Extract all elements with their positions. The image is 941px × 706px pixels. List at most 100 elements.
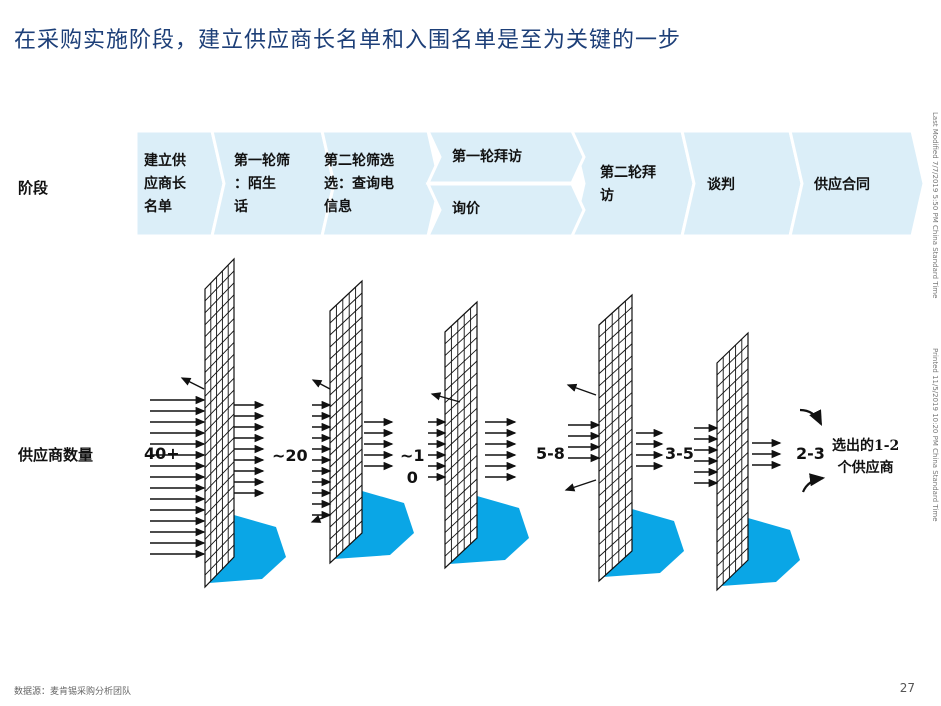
filter-grid-hline (598, 428, 633, 460)
rejected-arrow (430, 392, 461, 403)
filter-grid-hline (444, 348, 478, 380)
stage-label-first-visit: 第一轮拜访 (452, 149, 522, 165)
filter-grid-hline (716, 487, 749, 519)
filter-grid-hline (716, 368, 749, 400)
stage-label-supply-contract: 供应合同 (814, 177, 870, 193)
filter-grid-hline (204, 485, 235, 516)
filter-grid-hline (444, 384, 478, 415)
filter-base (603, 509, 684, 577)
stage-label-first-screening: 第一轮筛 ：陌生 话 (234, 153, 290, 215)
filter-base (334, 491, 414, 559)
filter-panel (598, 293, 633, 583)
filter-grid-hline (204, 532, 235, 564)
filter-screen-5 (716, 331, 800, 592)
filter-grid-hline (329, 400, 363, 432)
filter-grid-hline (598, 538, 633, 570)
filter-panel (329, 279, 363, 565)
supplier-count-10: ~1 0 (400, 446, 425, 487)
filter-grid-hline (204, 330, 235, 361)
filter-grid-hline (716, 511, 749, 543)
page-title: 在采购实施阶段，建立供应商长名单和入围名单是至为关键的一步 (14, 28, 682, 53)
filter-grid-hline (329, 436, 363, 468)
final-arrow-bottom (801, 473, 826, 493)
filter-grid-hline (716, 499, 749, 531)
filter-grid-hline (598, 453, 633, 484)
rejected-arrow (564, 479, 597, 492)
filter-grid-hline (204, 342, 235, 373)
supplier-count-row-label: 供应商数量 (18, 446, 94, 464)
filter-grid-hline (329, 352, 363, 384)
filter-grid-hline (716, 344, 749, 376)
filter-grid-hline (598, 440, 633, 472)
filter-grid-hline (329, 328, 363, 360)
filter-screen-2 (329, 279, 414, 565)
filter-grid-hline (204, 377, 235, 409)
filter-grid-hline (444, 478, 478, 510)
filter-grid-hline (444, 514, 478, 545)
filter-grid-hline (444, 466, 478, 498)
filter-grid-hline (204, 401, 235, 433)
filter-base (721, 518, 800, 586)
filter-grid-hline (716, 404, 749, 436)
filter-grid-hline (329, 448, 363, 480)
filter-grid-hline (716, 416, 749, 447)
filter-grid-hline (598, 306, 633, 338)
flow-arrows (150, 377, 826, 559)
filter-grid-hline (204, 294, 235, 326)
filter-grid-hline (444, 337, 478, 368)
filter-grid-hline (598, 465, 633, 496)
filter-screen-1 (204, 257, 286, 589)
rejected-arrow (180, 377, 205, 390)
filter-grid-hline (204, 318, 235, 349)
filter-grid-hline (716, 547, 749, 579)
filter-grid-hline (204, 413, 235, 445)
filter-grid-hline (444, 419, 478, 451)
supplier-count-40: 40+ (144, 444, 180, 463)
rejected-arrow (311, 379, 331, 390)
filter-grid-hline (204, 425, 235, 457)
chevron-quotation (425, 182, 586, 238)
filter-grid-hline (444, 360, 478, 392)
filter-grid-hline (329, 424, 363, 456)
filter-grid-hline (329, 472, 363, 504)
filter-grid-hline (329, 460, 363, 492)
stage-label-second-screening: 第二轮筛选 选：查询电 信息 (324, 153, 394, 215)
filter-grid-hline (444, 443, 478, 474)
filter-grid-hline (598, 355, 633, 387)
filter-grid-hline (598, 367, 633, 399)
filter-grid-hline (329, 304, 363, 336)
filter-grid-hline (329, 496, 363, 528)
last-modified-note: Last Modified 7/7/2019 5:50 PM China Sta… (931, 112, 939, 299)
filter-grid-hline (329, 316, 363, 348)
filter-grid-hline (598, 404, 633, 436)
filter-grid-hline (716, 523, 749, 555)
filter-grid-hline (204, 473, 235, 504)
filter-grid-hline (329, 376, 363, 408)
filter-grid-hline (598, 514, 633, 545)
filter-base (449, 496, 529, 564)
filter-grid-hline (716, 428, 749, 459)
filter-grid-hline (598, 331, 633, 362)
filter-grid-hline (329, 340, 363, 372)
filter-grid-hline (598, 501, 633, 533)
filter-grid-hline (204, 509, 235, 540)
stage-label-second-visit: 第二轮拜 访 (600, 165, 656, 204)
filter-grid-hline (329, 388, 363, 420)
filter-grid-hline (329, 412, 363, 444)
chevron-supply-contract (788, 129, 926, 238)
filter-grid-hline (204, 389, 235, 421)
filter-grid-hline (598, 380, 633, 411)
filter-grid-hline (204, 520, 235, 552)
filter-grid-hline (204, 437, 235, 469)
filter-grid-hline (444, 325, 478, 356)
filter-grid-hline (444, 502, 478, 533)
filter-grid-hline (329, 520, 363, 552)
filter-grid-hline (716, 356, 749, 388)
filter-grid-hline (716, 392, 749, 424)
supplier-count-3-5: 3-5 (665, 444, 694, 463)
filter-grid-hline (329, 484, 363, 516)
filter-grid-hline (716, 535, 749, 567)
stage-chevrons (134, 129, 926, 238)
filter-grid-hline (204, 449, 235, 481)
